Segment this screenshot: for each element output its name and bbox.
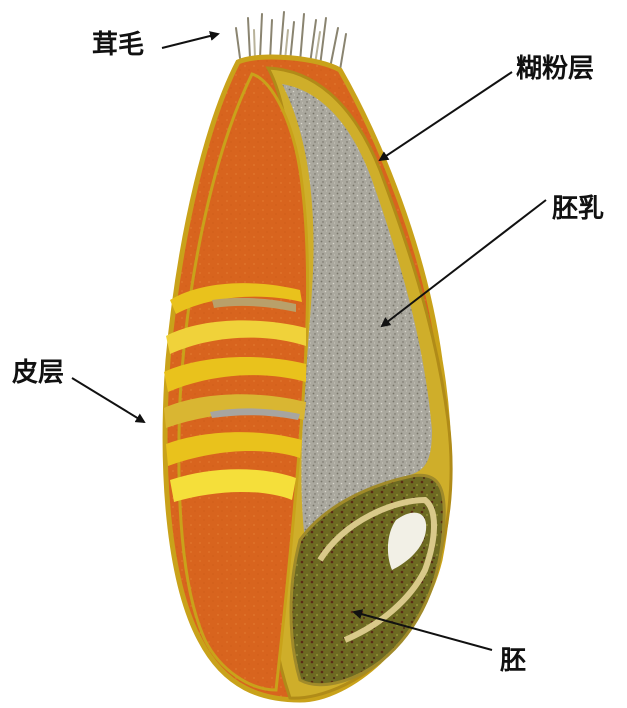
label-aleurone: 糊粉层 bbox=[516, 56, 594, 82]
arrow-aleurone bbox=[380, 72, 512, 160]
arrow-bran bbox=[72, 378, 144, 422]
label-endosperm: 胚乳 bbox=[552, 196, 604, 222]
label-bran: 皮层 bbox=[12, 360, 64, 386]
label-germ: 胚 bbox=[500, 648, 526, 674]
arrow-brush bbox=[162, 34, 218, 48]
label-brush: 茸毛 bbox=[92, 32, 144, 58]
